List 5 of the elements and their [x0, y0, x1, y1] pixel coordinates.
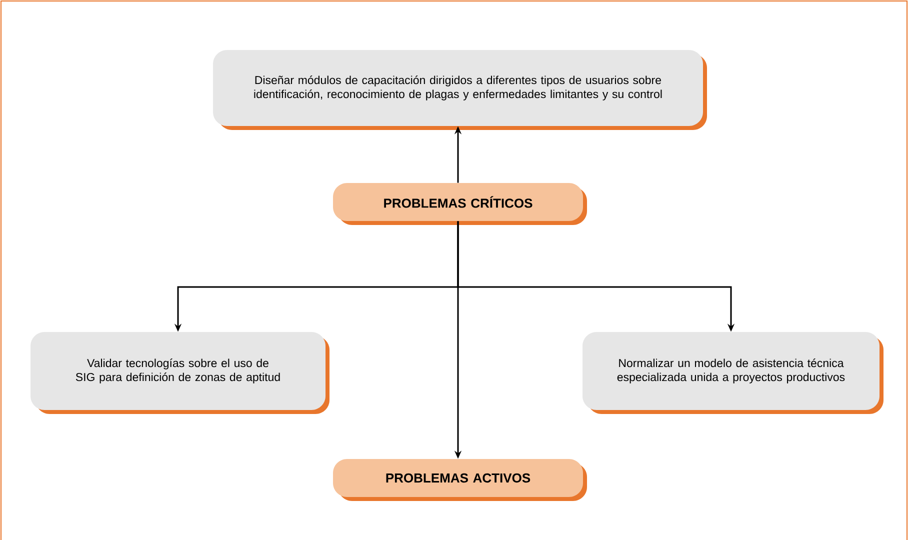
rounded-box: Normalizar un modelo de asistencia técnica especializada unida a proyectos productivos: [582, 332, 884, 414]
heading-box: PROBLEMAS ACTIVOS: [333, 458, 587, 501]
rounded-box: Validar tecnologías sobre el uso de SIG para definición de zonas de aptitud: [30, 332, 330, 414]
rounded-box: Diseñar módulos de capacitación dirigidos a diferentes tipos de usuarios sobre identificación, reconocimiento de plagas y enfermedades limitantes y su control: [213, 50, 707, 130]
heading-box: PROBLEMAS CRÍTICOS: [333, 183, 587, 225]
